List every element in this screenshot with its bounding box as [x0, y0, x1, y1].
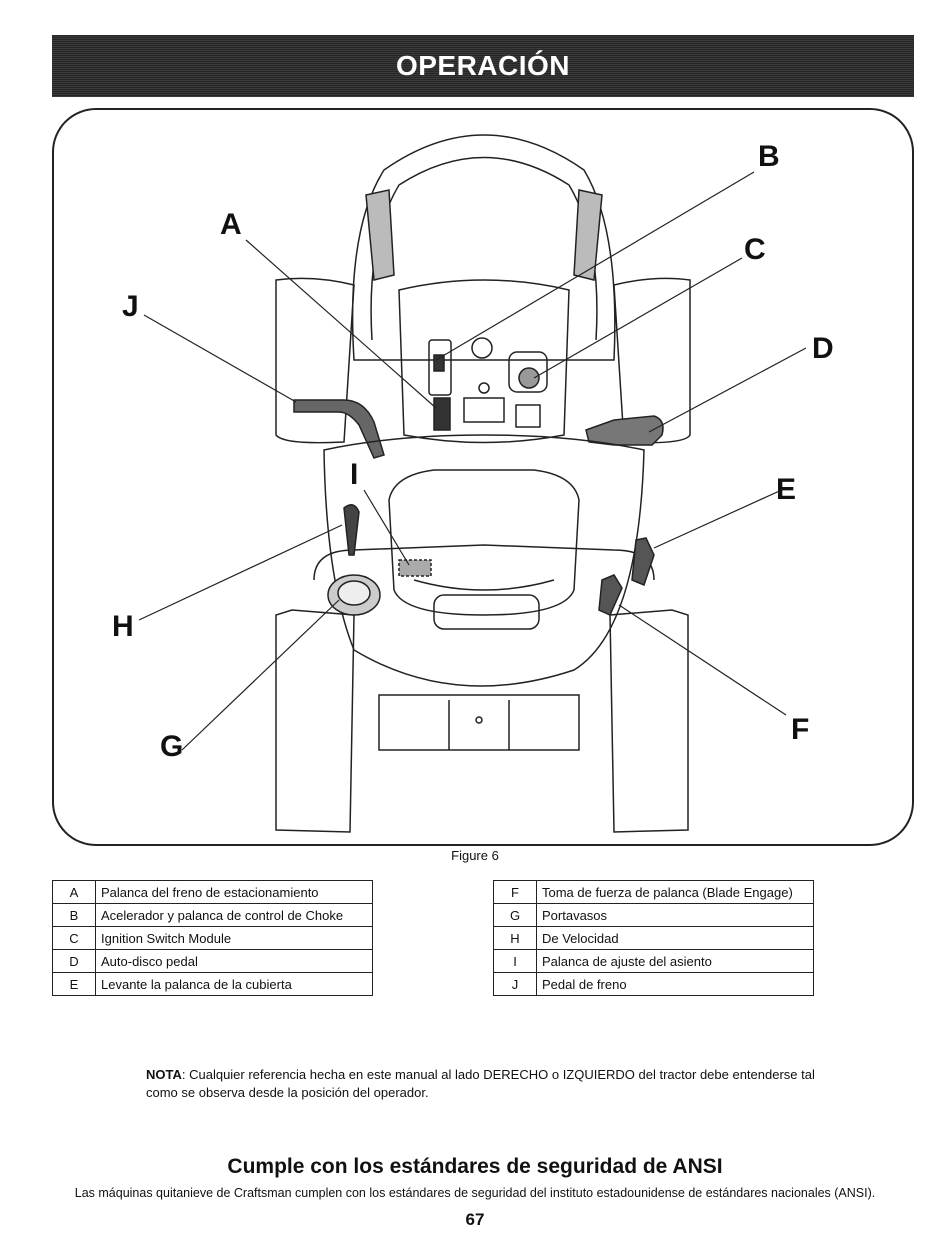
throttle-slot [428, 339, 452, 396]
speed-lever [343, 504, 360, 556]
legend-key: B [52, 903, 96, 927]
leader-lines [138, 171, 807, 751]
deck-lift-lever [631, 537, 655, 587]
legend-label: Auto-disco pedal [95, 949, 373, 973]
fender [323, 434, 645, 687]
legend-label: De Velocidad [536, 926, 814, 950]
legend-label: Palanca del freno de estacionamiento [95, 880, 373, 904]
callout-f: F [791, 713, 810, 746]
callout-g: G [160, 730, 184, 763]
figure-caption: Figure 6 [451, 848, 499, 863]
legend-label: Portavasos [536, 903, 814, 927]
vent-right [573, 189, 603, 281]
tractor-figure: A B C D E F G H I J [52, 108, 914, 846]
legend-label: Ignition Switch Module [95, 926, 373, 950]
legend-label: Palanca de ajuste del asiento [536, 949, 814, 973]
callout-b: B [758, 140, 780, 173]
note-label: NOTA [146, 1067, 182, 1082]
ignition-module [508, 351, 548, 393]
callout-d: D [812, 332, 834, 365]
vent-left [365, 189, 395, 281]
seat [388, 469, 580, 616]
legend-label: Levante la palanca de la cubierta [95, 972, 373, 996]
legend-key: D [52, 949, 96, 973]
operator-note: NOTA: Cualquier referencia hecha en este… [146, 1066, 846, 1102]
legend-key: I [493, 949, 537, 973]
page-number: 67 [465, 1210, 485, 1229]
callout-e: E [776, 473, 797, 506]
pto-lever [598, 574, 623, 616]
section-header: OPERACIÓN [52, 35, 914, 97]
tractor-illustration [138, 134, 807, 833]
callout-c: C [744, 233, 766, 266]
callout-i: I [350, 458, 359, 491]
legend-key: E [52, 972, 96, 996]
legend-label: Toma de fuerza de palanca (Blade Engage) [536, 880, 814, 904]
rear-hitch [378, 694, 580, 751]
legend-key: A [52, 880, 96, 904]
callout-h: H [112, 610, 134, 643]
front-left-wheel [275, 277, 355, 444]
callout-a: A [220, 208, 242, 241]
note-text: : Cualquier referencia hecha en este man… [146, 1067, 815, 1100]
legend-label: Acelerador y palanca de control de Choke [95, 903, 373, 927]
legend-label: Pedal de freno [536, 972, 814, 996]
legend-key: F [493, 880, 537, 904]
rear-left-wheel [275, 609, 355, 833]
brake-pedal-shape [293, 399, 385, 459]
parking-brake [433, 397, 451, 431]
rear-right-wheel [609, 609, 689, 833]
legend-key: C [52, 926, 96, 950]
callout-j: J [122, 290, 139, 323]
section-header-title: OPERACIÓN [395, 50, 571, 81]
dash-panel [398, 279, 570, 444]
ansi-section-title: Cumple con los estándares de seguridad d… [227, 1155, 723, 1178]
legend-key: G [493, 903, 537, 927]
seat-adjust-lever [398, 559, 432, 577]
legend-key: J [493, 972, 537, 996]
legend-key: H [493, 926, 537, 950]
ansi-section-text: Las máquinas quitanieve de Craftsman cum… [74, 1186, 876, 1200]
